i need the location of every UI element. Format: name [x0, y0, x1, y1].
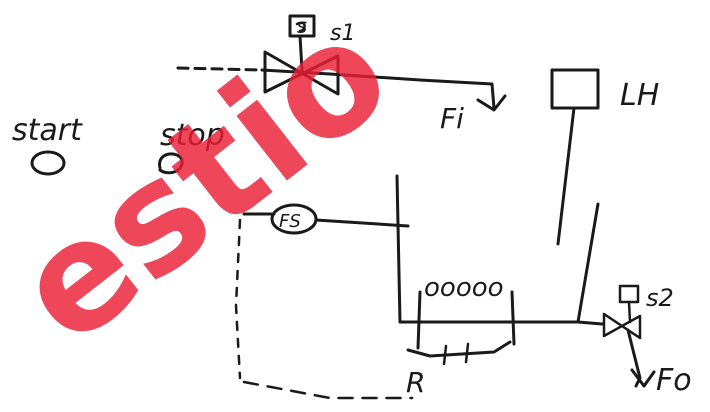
solenoid-s2-label: s2: [646, 284, 674, 312]
watermark-text: estio: [0, 0, 421, 378]
solenoid-valve-s2: [604, 286, 640, 338]
flow-in-label: Fi: [440, 102, 464, 135]
relay: [408, 342, 510, 364]
control-wiring: [236, 220, 412, 398]
relay-label: R: [406, 366, 425, 399]
flow-out-label: Fo: [656, 363, 692, 398]
level-high-label: LH: [620, 78, 659, 113]
level-high-sensor: [552, 70, 598, 244]
outlet-pipe: [578, 322, 654, 386]
start-label: start: [12, 113, 83, 148]
heater-coil-label: ooooo: [424, 273, 504, 303]
start-button: [32, 152, 64, 174]
